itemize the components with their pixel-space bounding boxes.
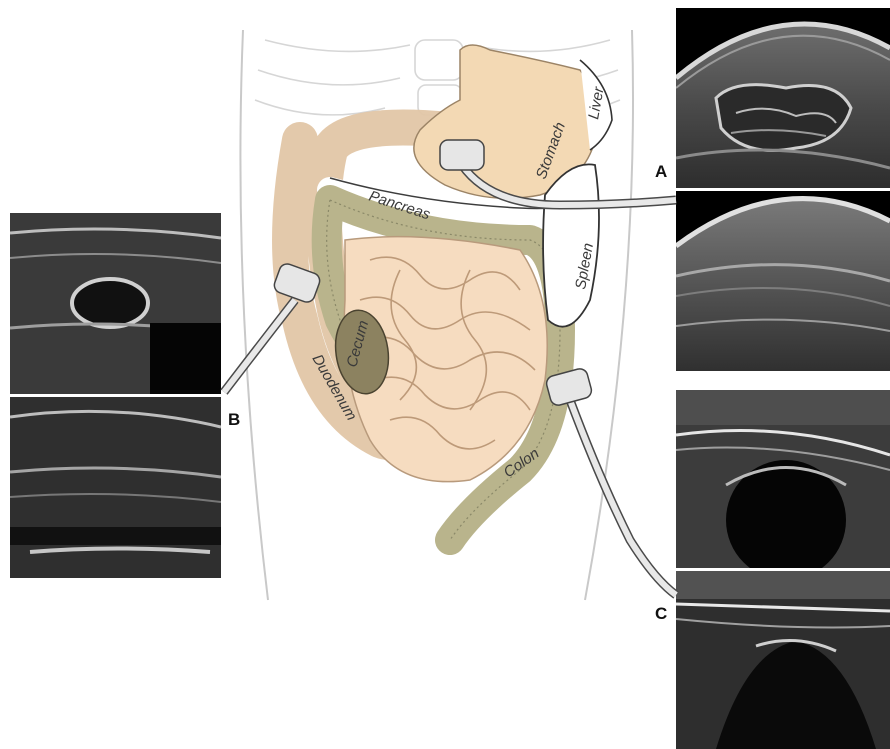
probe-c — [545, 367, 676, 595]
probe-label-c: C — [655, 604, 667, 624]
body-outline — [240, 30, 268, 600]
probe-label-a: A — [655, 162, 667, 182]
probe-label-b: B — [228, 410, 240, 430]
